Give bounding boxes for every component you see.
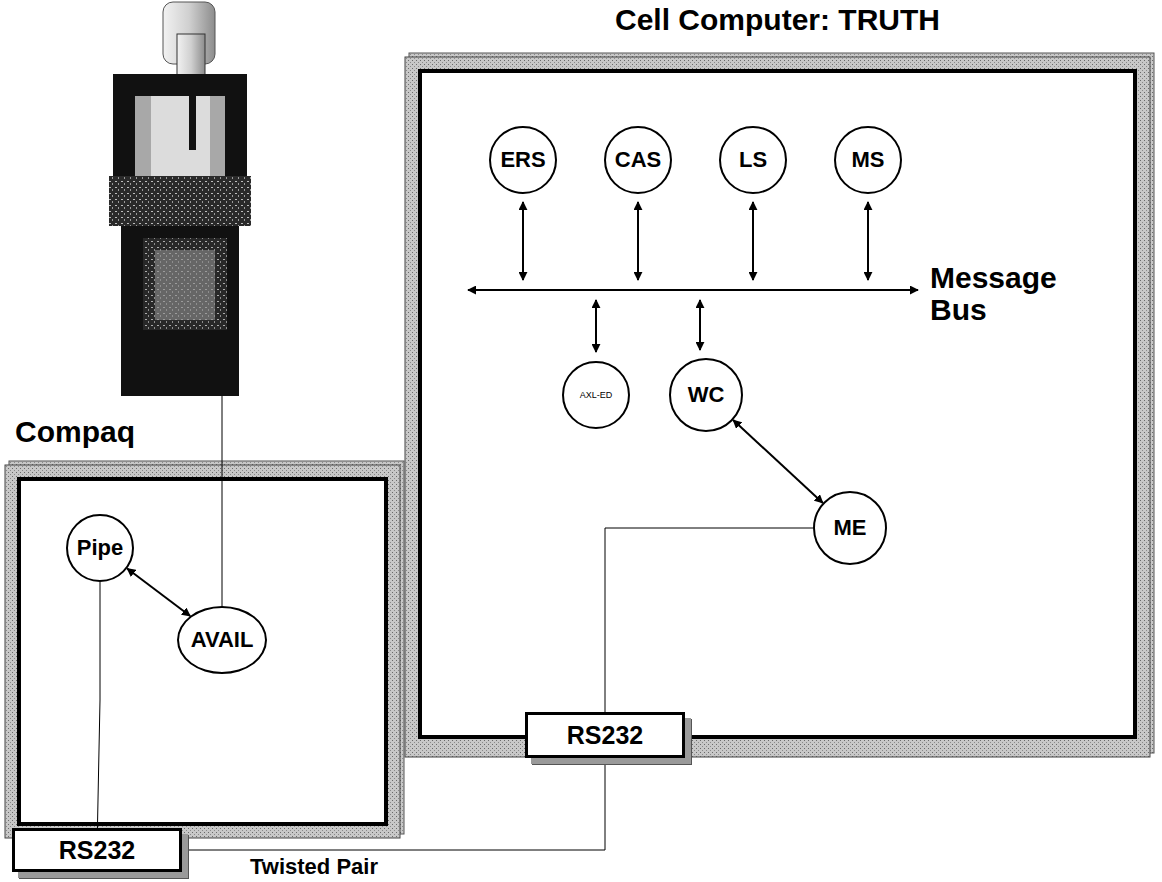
connector <box>733 420 823 503</box>
node-label: CAS <box>615 147 661 173</box>
connector <box>605 528 813 712</box>
process-circle: Pipe <box>66 514 134 582</box>
process-circle: ME <box>813 491 887 565</box>
machine-tool <box>109 2 251 396</box>
computer-frame: ERSCASLSMSAXL-EDWCMECell Computer: TRUTH <box>405 57 1150 757</box>
frame-border <box>5 465 400 838</box>
node-heading: Cell Computer: TRUTH <box>405 3 1150 37</box>
frame-shadow <box>9 461 404 834</box>
process-circle: ERS <box>489 126 557 194</box>
node-label: Pipe <box>77 535 123 561</box>
message-bus <box>468 289 918 291</box>
process-circle: AVAIL <box>177 606 267 674</box>
serial-port-box: RS232 <box>525 712 685 758</box>
node-label: RS232 <box>59 836 135 865</box>
connector <box>97 582 100 828</box>
connector <box>127 568 190 616</box>
frame-border <box>405 57 1150 757</box>
serial-port-box: RS232 <box>12 828 182 872</box>
process-circle: MS <box>834 126 902 194</box>
node-label: ME <box>834 515 867 541</box>
bus-tap <box>752 202 754 280</box>
edge-label: Twisted Pair <box>250 855 378 879</box>
bus-tap <box>637 202 639 280</box>
machine-wire <box>222 395 223 640</box>
bus-label: Message Bus <box>930 262 1060 326</box>
bus-tap <box>522 202 524 280</box>
computer-frame: PipeAVAILCompaq <box>5 465 400 838</box>
node-label: AXL-ED <box>580 390 613 400</box>
process-circle: WC <box>669 358 743 432</box>
process-circle: LS <box>719 126 787 194</box>
bus-tap <box>699 300 701 350</box>
frame-shadow <box>409 53 1154 753</box>
node-label: ERS <box>500 147 545 173</box>
frame-inner <box>19 479 386 824</box>
bus-tap <box>867 202 869 280</box>
node-heading: Compaq <box>15 415 410 449</box>
connector <box>182 758 605 850</box>
node-label: AVAIL <box>191 627 254 653</box>
node-label: LS <box>739 147 767 173</box>
bus-tap <box>595 300 597 352</box>
node-label: WC <box>688 382 725 408</box>
frame-inner <box>420 71 1135 737</box>
node-label: MS <box>852 147 885 173</box>
process-circle: CAS <box>604 126 672 194</box>
process-circle: AXL-ED <box>562 361 630 429</box>
node-label: RS232 <box>567 721 643 750</box>
